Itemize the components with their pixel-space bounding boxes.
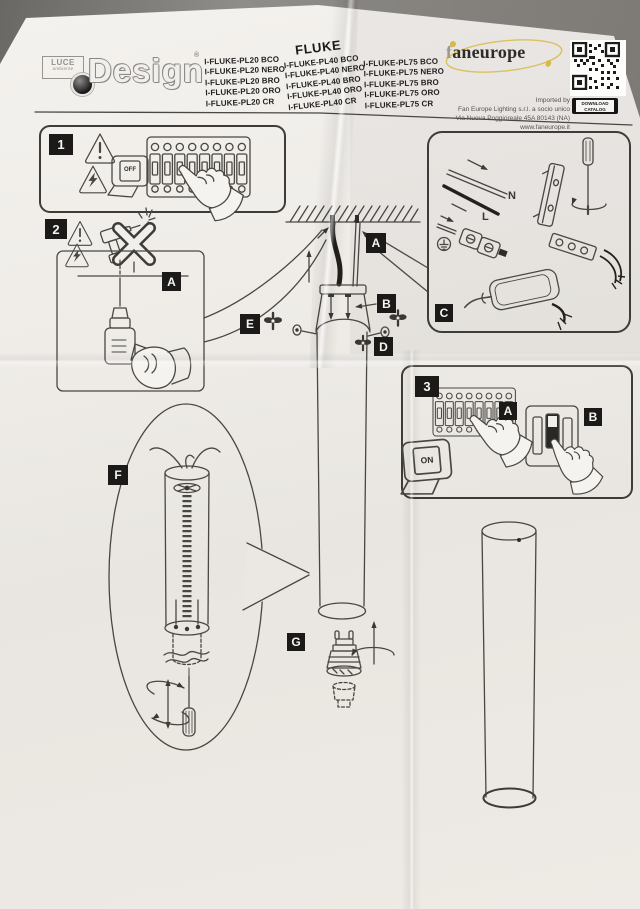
mains-cable bbox=[330, 220, 343, 287]
socket-dashed bbox=[332, 681, 356, 708]
label-f-oval: F bbox=[108, 465, 128, 485]
detail-oval-f bbox=[108, 403, 310, 751]
label-e-fastener: E bbox=[240, 314, 260, 334]
terminal-block bbox=[458, 228, 508, 259]
spark-burst bbox=[137, 207, 156, 227]
faneurope-logo: faneurope bbox=[440, 34, 574, 130]
central-assembly bbox=[203, 205, 429, 620]
ceiling-hatch bbox=[285, 205, 421, 223]
label-a-drill-panel: A bbox=[162, 272, 181, 291]
wires bbox=[149, 447, 221, 469]
step3-number: 3 bbox=[415, 376, 439, 397]
download-catalog-badge: DOWNLOAD CATALOG bbox=[572, 98, 618, 114]
importer-website: www.faneurope.it bbox=[520, 124, 570, 131]
importer-address: Via Nuova Poggioreale 45A 80143 (NA) bbox=[455, 115, 570, 122]
off-switch-label: OFF bbox=[124, 167, 136, 173]
qr-code bbox=[570, 40, 626, 96]
importer-company: Fan Europe Lighting s.r.l. a socio unico bbox=[457, 106, 570, 113]
luce-logo-sphere-icon bbox=[71, 73, 94, 96]
label-c-panel: C bbox=[435, 304, 453, 322]
registered-mark: ® bbox=[194, 52, 200, 59]
step1-number: 1 bbox=[49, 134, 73, 155]
step1-illustration bbox=[39, 125, 286, 227]
step2-number: 2 bbox=[45, 219, 67, 239]
label-a-step3: A bbox=[499, 402, 517, 420]
label-d-fastener: D bbox=[374, 337, 393, 356]
mounting-plate bbox=[532, 162, 565, 227]
callout-curves bbox=[203, 229, 327, 343]
screwdriver-f bbox=[182, 667, 196, 737]
design-wordmark: Design bbox=[88, 52, 205, 89]
step2-panel-a bbox=[56, 250, 205, 392]
line-wire-label: L bbox=[482, 211, 489, 223]
product-codes-pl20: I-FLUKE-PL20 BCO I-FLUKE-PL20 NERO I-FLU… bbox=[204, 54, 286, 109]
luce-logo-line1: LUCE bbox=[51, 58, 75, 67]
label-b-step3: B bbox=[584, 408, 602, 426]
luce-logo-line2: ambiente bbox=[52, 66, 74, 71]
step3-illustration bbox=[395, 365, 633, 500]
bulb-illustration bbox=[326, 621, 395, 708]
neutral-wire-label: N bbox=[508, 190, 516, 202]
driver-box bbox=[463, 268, 560, 311]
label-b-canopy: B bbox=[377, 294, 396, 313]
faneurope-wordmark: faneurope bbox=[446, 42, 526, 62]
luce-logo-box: LUCE ambiente bbox=[42, 56, 84, 79]
faneurope-bulb-dot-icon bbox=[450, 41, 456, 47]
importer-info: Imported by Fan Europe Lighting s.r.l. a… bbox=[428, 96, 570, 132]
qr-code-icon bbox=[571, 41, 621, 91]
finished-lamp bbox=[481, 521, 537, 809]
faneurope-swoosh-icon bbox=[445, 39, 563, 73]
lamp-tube bbox=[316, 331, 368, 607]
imported-by-label: Imported by bbox=[535, 97, 570, 104]
luce-design-logo: LUCE ambiente Design ® bbox=[42, 46, 207, 110]
label-g-bulb: G bbox=[287, 633, 305, 651]
screwdriver-c bbox=[571, 137, 607, 216]
product-codes-pl40: I-FLUKE-PL40 BCO I-FLUKE-PL40 NERO I-FLU… bbox=[283, 53, 366, 112]
panel-c-wiring bbox=[427, 131, 631, 333]
canopy-bracket bbox=[319, 284, 367, 295]
on-switch-label: ON bbox=[420, 454, 434, 466]
label-a-ceiling: A bbox=[366, 233, 386, 253]
lower-terminal bbox=[548, 232, 597, 261]
step2-warning-row bbox=[65, 207, 156, 273]
drill-hand bbox=[131, 346, 192, 389]
